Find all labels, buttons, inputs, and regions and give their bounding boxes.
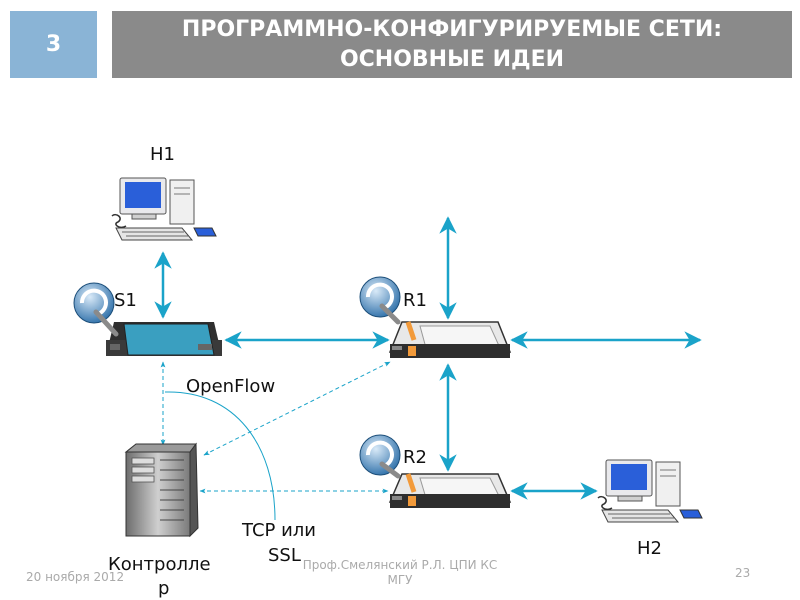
h2-computer-icon	[597, 459, 703, 523]
label-r2: R2	[403, 447, 427, 468]
label-h2: H2	[637, 538, 662, 559]
label-controller-line-1: Контролле	[108, 554, 211, 575]
s1-badge-icon	[73, 282, 119, 337]
label-tcp-line-1: TCP или	[242, 520, 316, 541]
label-h1: H1	[150, 144, 175, 165]
title-bar: ПРОГРАММНО-КОНФИГУРИРУЕМЫЕ СЕТИ: ОСНОВНЫ…	[112, 11, 792, 78]
label-controller-line-2: р	[158, 578, 170, 599]
slide-number-box: 3	[10, 11, 97, 78]
footer-date: 20 ноября 2012	[26, 570, 125, 584]
s1-switch-icon	[106, 322, 222, 356]
label-s1: S1	[114, 290, 137, 311]
r2-badge-icon	[359, 434, 401, 479]
r1-badge-icon	[359, 276, 401, 325]
control-links	[160, 361, 391, 494]
label-openflow: OpenFlow	[186, 376, 276, 397]
label-r1: R1	[403, 290, 427, 311]
footer-author-line-2: МГУ	[387, 573, 413, 587]
secure-channel-arc	[164, 391, 276, 521]
r2-router-icon	[388, 473, 512, 508]
title-line-1: ПРОГРАММНО-КОНФИГУРИРУЕМЫЕ СЕТИ:	[181, 16, 723, 42]
data-links	[154, 216, 702, 500]
footer-author-line-1: Проф.Смелянский Р.Л. ЦПИ КС	[302, 558, 498, 572]
footer-author: Проф.Смелянский Р.Л. ЦПИ КС МГУ	[290, 558, 510, 588]
r1-router-icon	[388, 321, 512, 358]
footer-page-number: 23	[735, 566, 751, 580]
slide-number: 3	[45, 32, 62, 57]
controller-server-icon	[124, 442, 199, 538]
label-tcp-line-2: SSL	[268, 545, 301, 566]
title-line-2: ОСНОВНЫЕ ИДЕИ	[339, 46, 565, 72]
h1-computer-icon	[111, 177, 217, 241]
